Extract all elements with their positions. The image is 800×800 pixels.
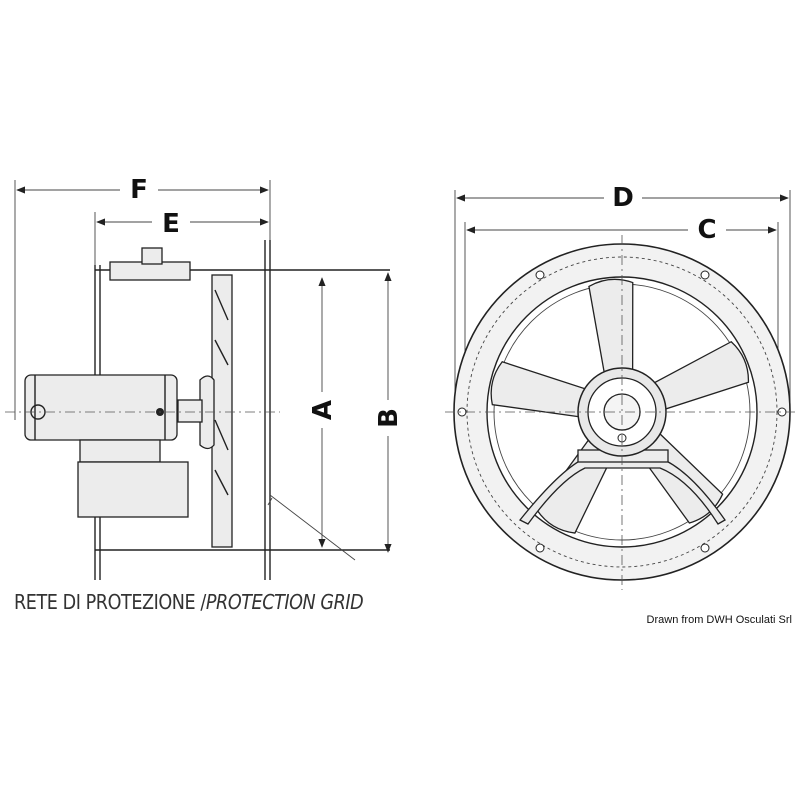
dimension-e-label: E: [162, 209, 180, 239]
protection-grid-caption: RETE DI PROTEZIONE /PROTECTION GRID: [14, 590, 364, 614]
front-view: D C: [445, 180, 795, 590]
fan-blade: [650, 340, 750, 411]
dimension-d-label: D: [612, 183, 634, 213]
dimension-a-label: A: [308, 400, 338, 420]
dimension-b-label: B: [374, 408, 404, 428]
dimension-f-label: F: [130, 175, 148, 205]
caption-italian: RETE DI PROTEZIONE: [14, 590, 196, 614]
credit-text: Drawn from DWH Osculati Srl: [646, 614, 792, 626]
caption-english: PROTECTION GRID: [205, 590, 364, 614]
side-view: F E A: [5, 172, 404, 580]
fan-blade: [490, 361, 589, 418]
caption-separator: /: [200, 590, 206, 614]
dimension-c-label: C: [697, 215, 716, 245]
